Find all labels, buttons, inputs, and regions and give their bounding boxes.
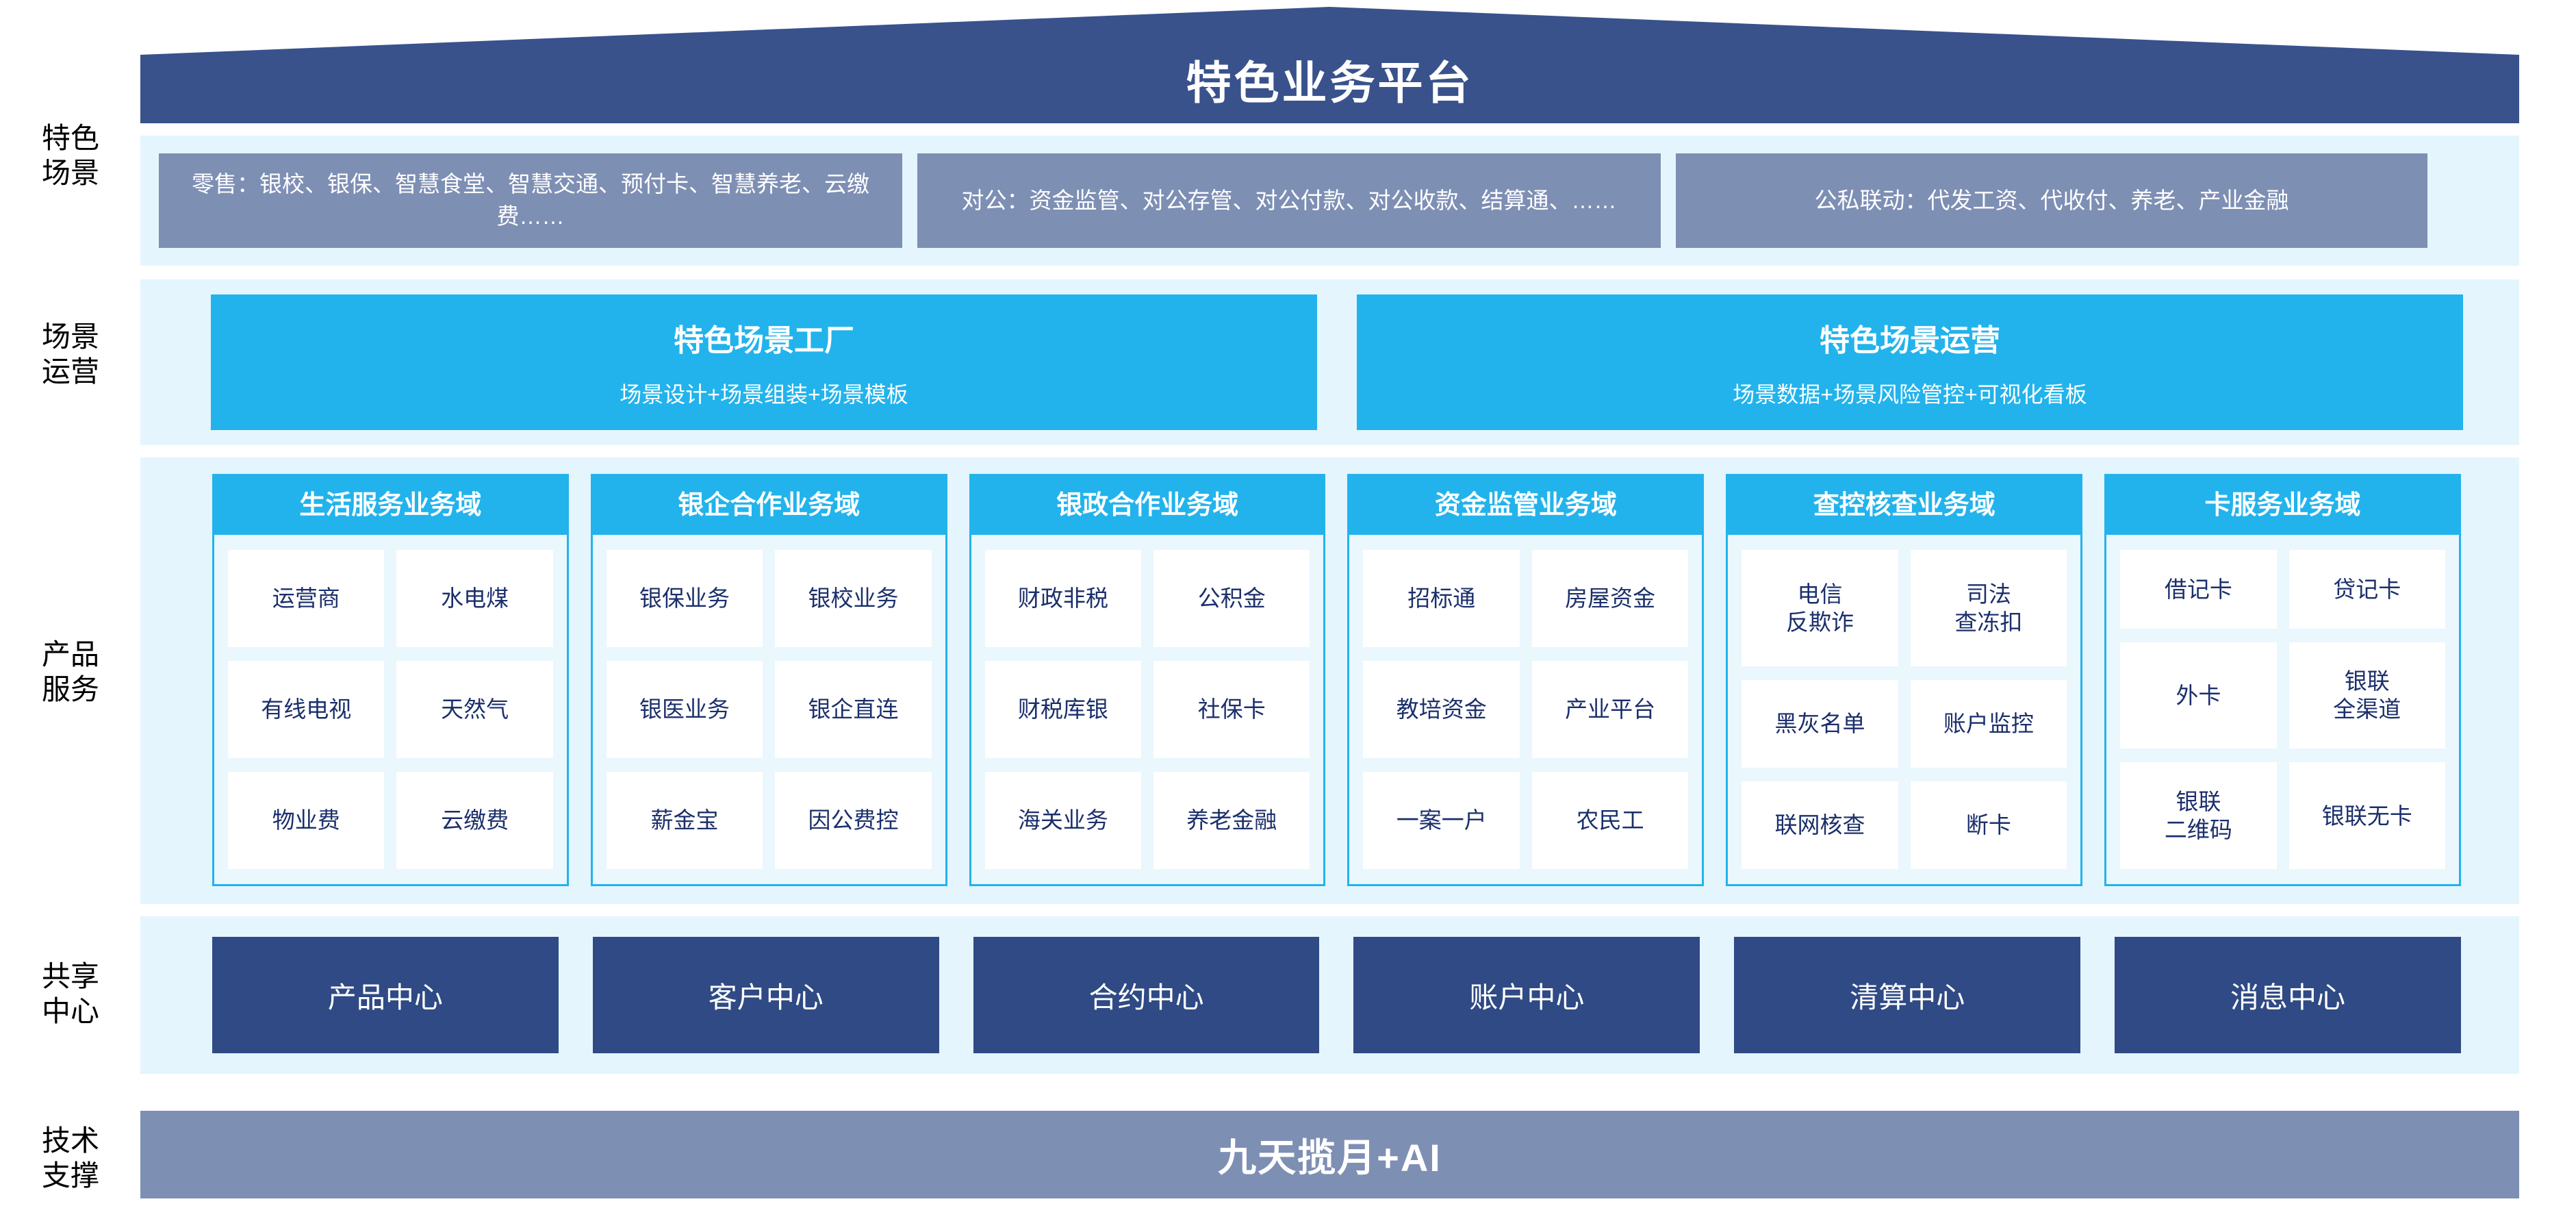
domain-item[interactable]: 断卡 bbox=[1910, 781, 2067, 869]
roof-polygon-icon bbox=[140, 7, 2519, 123]
shared-center-group: 产品中心 客户中心 合约中心 账户中心 清算中心 消息中心 bbox=[212, 937, 2461, 1053]
domain-column-investigation-control[interactable]: 查控核查业务域 电信 反欺诈 司法 查冻扣 黑灰名单 账户监控 联网核查 断卡 bbox=[1726, 474, 2083, 886]
domain-title: 卡服务业务域 bbox=[2106, 476, 2459, 535]
platform-title: 特色业务平台 bbox=[1186, 58, 1474, 108]
domain-item[interactable]: 产业平台 bbox=[1531, 661, 1689, 758]
domain-item[interactable]: 外卡 bbox=[2120, 642, 2277, 749]
domain-item[interactable]: 物业费 bbox=[228, 772, 385, 869]
domain-item[interactable]: 账户监控 bbox=[1910, 679, 2067, 768]
domain-item[interactable]: 养老金融 bbox=[1153, 772, 1310, 869]
domain-item[interactable]: 黑灰名单 bbox=[1742, 679, 1898, 768]
domain-item-grid: 招标通 房屋资金 教培资金 产业平台 一案一户 农民工 bbox=[1349, 535, 1702, 884]
domain-item[interactable]: 运营商 bbox=[228, 550, 385, 647]
shared-center-account[interactable]: 账户中心 bbox=[1353, 937, 1700, 1053]
shared-center-message[interactable]: 消息中心 bbox=[2115, 937, 2461, 1053]
domain-item[interactable]: 海关业务 bbox=[984, 772, 1142, 869]
domain-item[interactable]: 财政非税 bbox=[984, 550, 1142, 647]
operation-subtitle: 场景设计+场景组装+场景模板 bbox=[620, 382, 908, 407]
domain-item[interactable]: 招标通 bbox=[1363, 550, 1520, 647]
domain-item[interactable]: 天然气 bbox=[396, 661, 553, 758]
operation-box-scene-factory[interactable]: 特色场景工厂 场景设计+场景组装+场景模板 bbox=[211, 294, 1317, 430]
domain-title: 银政合作业务域 bbox=[971, 476, 1324, 535]
scene-box-retail[interactable]: 零售：银校、银保、智慧食堂、智慧交通、预付卡、智慧养老、云缴费…… bbox=[159, 153, 902, 248]
domain-item[interactable]: 水电煤 bbox=[396, 550, 553, 647]
domain-item[interactable]: 云缴费 bbox=[396, 772, 553, 869]
domain-title: 生活服务业务域 bbox=[214, 476, 567, 535]
domain-column-bank-government[interactable]: 银政合作业务域 财政非税 公积金 财税库银 社保卡 海关业务 养老金融 bbox=[969, 474, 1326, 886]
operation-title: 特色场景运营 bbox=[1820, 324, 2000, 357]
operation-box-group: 特色场景工厂 场景设计+场景组装+场景模板 特色场景运营 场景数据+场景风险管控… bbox=[211, 294, 2463, 430]
domain-item[interactable]: 银联 二维码 bbox=[2120, 762, 2277, 869]
domain-item[interactable]: 电信 反欺诈 bbox=[1742, 550, 1898, 666]
domain-column-group: 生活服务业务域 运营商 水电煤 有线电视 天然气 物业费 云缴费 银企合作业务域… bbox=[212, 474, 2461, 886]
shared-center-product[interactable]: 产品中心 bbox=[212, 937, 559, 1053]
domain-item-grid: 借记卡 贷记卡 外卡 银联 全渠道 银联 二维码 银联无卡 bbox=[2106, 535, 2459, 884]
row-label-special-scene: 特色 场景 bbox=[41, 122, 99, 190]
domain-item[interactable]: 教培资金 bbox=[1363, 661, 1520, 758]
tech-support-bar[interactable]: 九天揽月+AI bbox=[140, 1111, 2519, 1198]
domain-item[interactable]: 社保卡 bbox=[1153, 661, 1310, 758]
domain-item[interactable]: 联网核查 bbox=[1742, 781, 1898, 869]
row-label-shared-center: 共享 中心 bbox=[41, 960, 99, 1028]
domain-item[interactable]: 银保业务 bbox=[606, 550, 763, 647]
domain-item[interactable]: 公积金 bbox=[1153, 550, 1310, 647]
domain-item[interactable]: 房屋资金 bbox=[1531, 550, 1689, 647]
domain-item-grid: 电信 反欺诈 司法 查冻扣 黑灰名单 账户监控 联网核查 断卡 bbox=[1728, 535, 2080, 884]
domain-column-fund-supervision[interactable]: 资金监管业务域 招标通 房屋资金 教培资金 产业平台 一案一户 农民工 bbox=[1347, 474, 1705, 886]
domain-item[interactable]: 贷记卡 bbox=[2288, 550, 2445, 629]
domain-item[interactable]: 银医业务 bbox=[606, 661, 763, 758]
domain-item[interactable]: 一案一户 bbox=[1363, 772, 1520, 869]
operation-box-scene-ops[interactable]: 特色场景运营 场景数据+场景风险管控+可视化看板 bbox=[1357, 294, 2463, 430]
operation-subtitle: 场景数据+场景风险管控+可视化看板 bbox=[1733, 382, 2087, 407]
domain-title: 银企合作业务域 bbox=[592, 476, 945, 535]
scene-box-group: 零售：银校、银保、智慧食堂、智慧交通、预付卡、智慧养老、云缴费…… 对公：资金监… bbox=[159, 153, 2501, 248]
domain-item[interactable]: 银校业务 bbox=[775, 550, 932, 647]
domain-item-grid: 财政非税 公积金 财税库银 社保卡 海关业务 养老金融 bbox=[971, 535, 1324, 884]
shared-center-contract[interactable]: 合约中心 bbox=[973, 937, 1320, 1053]
domain-item[interactable]: 司法 查冻扣 bbox=[1910, 550, 2067, 666]
scene-box-corporate[interactable]: 对公：资金监管、对公存管、对公付款、对公收款、结算通、…… bbox=[917, 153, 1661, 248]
domain-item[interactable]: 有线电视 bbox=[228, 661, 385, 758]
domain-item[interactable]: 薪金宝 bbox=[606, 772, 763, 869]
domain-item[interactable]: 财税库银 bbox=[984, 661, 1142, 758]
domain-item[interactable]: 借记卡 bbox=[2120, 550, 2277, 629]
domain-title: 资金监管业务域 bbox=[1349, 476, 1703, 535]
domain-item-grid: 运营商 水电煤 有线电视 天然气 物业费 云缴费 bbox=[214, 535, 567, 884]
operation-title: 特色场景工厂 bbox=[674, 324, 854, 357]
scene-box-public-private[interactable]: 公私联动：代发工资、代收付、养老、产业金融 bbox=[1676, 153, 2427, 248]
domain-column-card-service[interactable]: 卡服务业务域 借记卡 贷记卡 外卡 银联 全渠道 银联 二维码 银联无卡 bbox=[2104, 474, 2461, 886]
domain-item-grid: 银保业务 银校业务 银医业务 银企直连 薪金宝 因公费控 bbox=[593, 535, 945, 884]
domain-column-life-service[interactable]: 生活服务业务域 运营商 水电煤 有线电视 天然气 物业费 云缴费 bbox=[212, 474, 569, 886]
shared-center-customer[interactable]: 客户中心 bbox=[592, 937, 939, 1053]
row-label-tech-support: 技术 支撑 bbox=[41, 1124, 99, 1192]
domain-item[interactable]: 银联 全渠道 bbox=[2288, 642, 2445, 749]
shared-center-settlement[interactable]: 清算中心 bbox=[1734, 937, 2081, 1053]
domain-item[interactable]: 银联无卡 bbox=[2288, 762, 2445, 869]
roof-shape: 特色业务平台 bbox=[140, 7, 2519, 123]
domain-item[interactable]: 因公费控 bbox=[775, 772, 932, 869]
domain-column-bank-enterprise[interactable]: 银企合作业务域 银保业务 银校业务 银医业务 银企直连 薪金宝 因公费控 bbox=[590, 474, 947, 886]
row-label-product-service: 产品 服务 bbox=[41, 638, 99, 706]
row-label-scene-operation: 场景 运营 bbox=[41, 320, 99, 388]
domain-item[interactable]: 银企直连 bbox=[775, 661, 932, 758]
domain-title: 查控核查业务域 bbox=[1728, 476, 2081, 535]
domain-item[interactable]: 农民工 bbox=[1531, 772, 1689, 869]
